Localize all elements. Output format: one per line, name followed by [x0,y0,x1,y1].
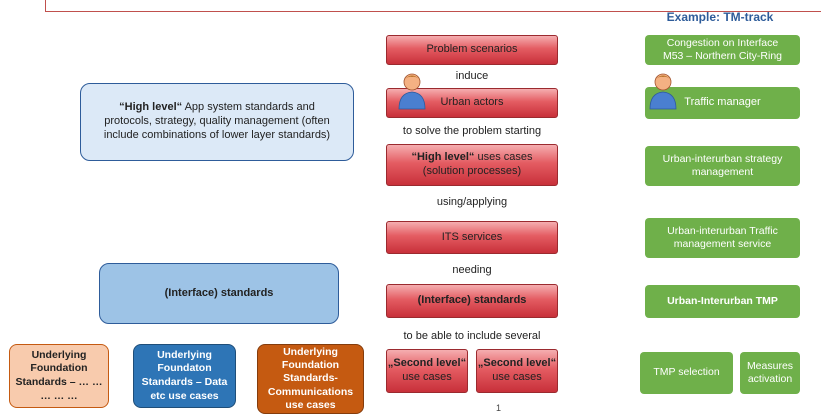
induce-label: induce [455,70,489,82]
using-applying-label: using/applying [436,196,508,208]
strategy-line1: Urban-interurban strategy [662,152,783,165]
measures-activation-box: Measures activation [740,352,800,394]
tms-line2: management service [673,238,772,250]
tmp-selection-label: TMP selection [653,366,720,379]
foundation-standards-box-1: Underlying Foundation Standards – … … … … [9,344,109,408]
found2-line2: Foundaton [157,362,212,375]
second-level-title-1: „Second level“ [387,357,467,370]
its-services-label: ITS services [441,230,503,243]
page-number: 1 [496,403,502,413]
high-level-use-cases-line2: (solution processes) [422,165,522,177]
found3-line3: Standards- [283,372,338,385]
interface-standards-center-label: (Interface) standards [417,294,527,307]
traffic-manager-label: Traffic manager [684,96,761,109]
congestion-box: Congestion on Interface M53 – Northern C… [645,35,800,65]
measures-line1: Measures [746,359,794,372]
found3-line4: Communications [267,385,354,398]
interface-standards-left-label: (Interface) standards [164,286,274,299]
found1-line4: … … … [40,389,78,402]
tmp-selection-box: TMP selection [640,352,733,394]
high-level-app-standards-text: “High level“ App system standards and pr… [103,101,331,141]
found2-line3: Standards – Data [141,376,228,388]
to-be-able-label: to be able to include several [403,330,541,342]
traffic-management-service-box: Urban-interurban Traffic management serv… [645,218,800,258]
urban-actors-label: Urban actors [440,96,504,109]
foundation-standards-box-2: Underlying Foundaton Standards – Data et… [133,344,236,408]
problem-scenarios-box: Problem scenarios [386,35,558,65]
person-icon [397,71,427,111]
second-level-use-cases-box-1: „Second level“ use cases [386,349,468,393]
needing-label: needing [452,264,492,276]
tmp-box: Urban-Interurban TMP [645,285,800,318]
found2-line1: Underlying [157,348,212,361]
traffic-manager-person-icon [648,71,678,111]
strategy-management-box: Urban-interurban strategy management [645,146,800,186]
found1-line2: Foundation [30,362,88,375]
interface-standards-center-box: (Interface) standards [386,284,558,318]
found3-line1: Underlying [283,346,338,359]
second-level-title-2: „Second level“ [477,357,557,370]
top-divider-line [45,0,821,12]
found1-line1: Underlying [31,348,87,361]
interface-standards-left-box: (Interface) standards [99,263,339,324]
its-services-box: ITS services [386,221,558,254]
strategy-line2: management [691,166,754,178]
example-title: Example: TM-track [666,10,774,24]
found3-line2: Foundation [281,359,340,372]
high-level-use-cases-box: “High level“ uses cases (solution proces… [386,144,558,186]
high-level-app-standards-box: “High level“ App system standards and pr… [80,83,354,161]
second-level-sub-2: use cases [492,371,542,383]
second-level-sub-1: use cases [402,371,452,383]
tmp-label: Urban-Interurban TMP [667,294,778,307]
found3-line5: use cases [285,398,336,411]
tms-line1: Urban-interurban Traffic [667,224,778,237]
congestion-line2: M53 – Northern City-Ring [662,50,783,62]
measures-line2: activation [747,373,793,385]
high-level-use-cases-line1: “High level“ uses cases [411,151,533,164]
foundation-standards-box-3: Underlying Foundation Standards- Communi… [257,344,364,414]
second-level-use-cases-box-2: „Second level“ use cases [476,349,558,393]
to-solve-label: to solve the problem starting [402,125,542,137]
problem-scenarios-label: Problem scenarios [426,43,518,56]
congestion-line1: Congestion on Interface [666,36,779,49]
found1-line3: Standards – … … [15,376,103,388]
found2-line4: etc use cases [150,389,219,402]
